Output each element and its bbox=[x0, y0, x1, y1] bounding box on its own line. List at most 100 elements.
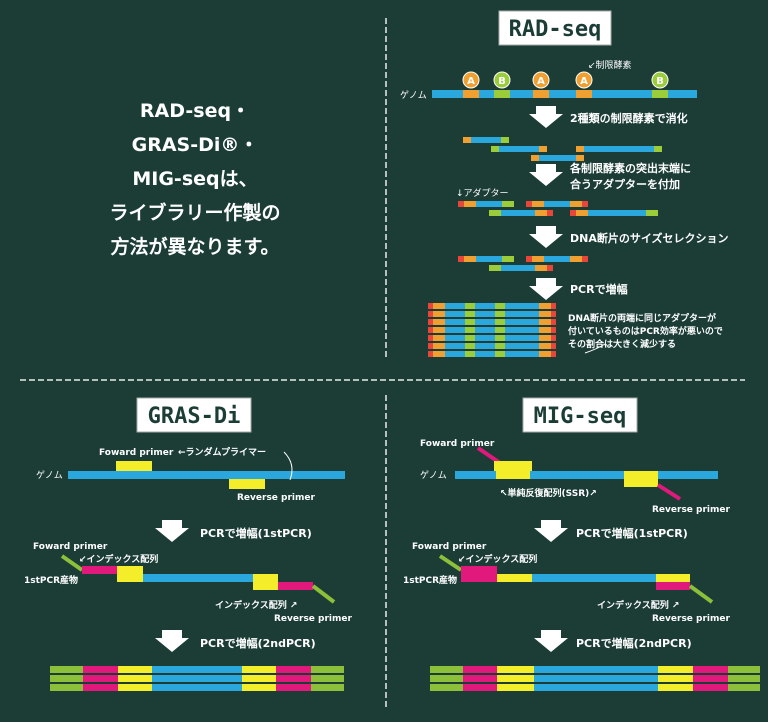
mig-primer-tail-right bbox=[688, 584, 714, 604]
rad-amp-row2-seg4 bbox=[465, 311, 475, 317]
rad-ad-gr3 bbox=[646, 210, 658, 216]
rad-ss-or2 bbox=[535, 265, 547, 271]
rad-frag-blue3 bbox=[539, 155, 576, 161]
gras-pcr2: PCRで増幅(2ndPCR) bbox=[200, 636, 316, 650]
gras-forward-primer: Foward primer bbox=[99, 448, 174, 458]
mig-lib-row1-seg1 bbox=[430, 666, 463, 673]
mig-library-block bbox=[430, 666, 760, 691]
rad-badge-a1 bbox=[462, 71, 480, 89]
mig-lib-row2-seg5 bbox=[658, 675, 693, 682]
rad-frag-blue1 bbox=[471, 137, 501, 143]
gras-lib-row1-seg2 bbox=[83, 666, 118, 673]
rad-ad-blue4 bbox=[588, 210, 646, 216]
mig-title: MIG-seq bbox=[534, 404, 627, 429]
gras-lib-row1-seg5 bbox=[242, 666, 276, 673]
rad-amp-row3-seg6 bbox=[495, 319, 505, 325]
intro-line-4: ライブラリー作製の bbox=[109, 201, 280, 224]
gras-rev-primer-block bbox=[229, 479, 265, 489]
gras-title: GRAS-Di bbox=[148, 404, 241, 429]
gras-random-pointer bbox=[283, 451, 293, 481]
gras-lib-row1-seg6 bbox=[276, 666, 311, 673]
rad-ad-or1 bbox=[464, 201, 476, 207]
rad-amp-row5-seg1 bbox=[428, 335, 433, 341]
rad-amp-row4-seg2 bbox=[433, 327, 445, 333]
intro-line-5: 方法が異なります。 bbox=[110, 235, 279, 258]
rad-frag-a2 bbox=[539, 146, 547, 152]
rad-note-pointer bbox=[584, 343, 606, 354]
rad-amp-row6-seg3 bbox=[445, 343, 465, 349]
gras-lib-row1-seg7 bbox=[311, 666, 344, 673]
gras-fwd-left bbox=[117, 574, 143, 582]
rad-amp-row1-seg7 bbox=[505, 303, 539, 309]
rad-ss-gr2 bbox=[489, 265, 501, 271]
rad-amplified-block bbox=[428, 303, 556, 357]
mig-lib-row2-seg7 bbox=[728, 675, 760, 682]
mig-arrow-2 bbox=[534, 630, 568, 652]
mig-product-strand bbox=[532, 574, 656, 582]
rad-badge-a2 bbox=[532, 71, 550, 89]
gras-arrow-1 bbox=[155, 520, 189, 542]
mig-lib-row3-seg5 bbox=[658, 684, 693, 691]
mig-title-box bbox=[522, 397, 638, 433]
mig-forward-primer-2: Foward primer bbox=[412, 542, 487, 552]
gras-genome-label: ゲノム bbox=[36, 469, 63, 481]
rad-ss-or1 bbox=[464, 256, 476, 262]
mig-rev-tail bbox=[656, 483, 682, 501]
rad-amp-row4-seg1 bbox=[428, 327, 433, 333]
gras-product: 1stPCR産物 bbox=[24, 574, 78, 586]
rad-amp-row5-seg4 bbox=[465, 335, 475, 341]
mig-lib-row3-seg7 bbox=[728, 684, 760, 691]
rad-amp-row3-seg4 bbox=[465, 319, 475, 325]
rad-amp-row1-seg3 bbox=[445, 303, 465, 309]
rad-badge-b2-label: B bbox=[656, 76, 664, 87]
rad-amp-row1-seg9 bbox=[551, 303, 556, 309]
rad-amp-row2-seg6 bbox=[495, 311, 505, 317]
rad-ss-red2 bbox=[547, 265, 553, 271]
mig-lib-row2-seg3 bbox=[497, 675, 534, 682]
rad-amp-row4-seg7 bbox=[505, 327, 539, 333]
rad-ss-red4 bbox=[582, 256, 588, 262]
rad-amp-row7-seg2 bbox=[433, 351, 445, 357]
rad-amp-row4-seg8 bbox=[539, 327, 551, 333]
rad-ad-red1 bbox=[458, 201, 464, 207]
mig-lib-row1-seg2 bbox=[463, 666, 497, 673]
gras-lib-row3-seg7 bbox=[311, 684, 344, 691]
rad-ad-blue1 bbox=[476, 201, 502, 207]
gras-lib-row3-seg5 bbox=[242, 684, 276, 691]
mig-reverse-primer: Reverse primer bbox=[652, 505, 730, 515]
rad-amp-row5-seg2 bbox=[433, 335, 445, 341]
mig-ssr-label: ↖単純反復配列(SSR)↗ bbox=[500, 487, 597, 499]
rad-ss-red1 bbox=[458, 256, 464, 262]
rad-step-2: 各制限酵素の突出末端に bbox=[569, 161, 691, 175]
mig-index-left bbox=[461, 566, 497, 574]
rad-ss-blue1 bbox=[476, 256, 502, 262]
rad-amp-row7-seg4 bbox=[465, 351, 475, 357]
rad-note-3: その割合は大きく減少する bbox=[568, 338, 676, 350]
gras-reverse-primer-2: Reverse primer bbox=[274, 614, 352, 624]
gras-index-seq: ↙インデックス配列 bbox=[79, 553, 158, 565]
rad-amp-row5-seg9 bbox=[551, 335, 556, 341]
rad-cut-a2 bbox=[533, 90, 549, 98]
gras-forward-primer-2: Foward primer bbox=[33, 542, 108, 552]
rad-ss-or3 bbox=[532, 256, 544, 262]
rad-note-1: DNA断片の両端に同じアダプターが bbox=[568, 312, 717, 324]
mig-genome-label: ゲノム bbox=[420, 469, 447, 481]
rad-amp-row6-seg9 bbox=[551, 343, 556, 349]
rad-ss-blue3 bbox=[544, 256, 570, 262]
mig-index-left-2 bbox=[461, 574, 497, 582]
rad-amp-row5-seg3 bbox=[445, 335, 465, 341]
gras-fwd-primer-block bbox=[116, 461, 152, 471]
rad-amp-row3-seg9 bbox=[551, 319, 556, 325]
rad-amp-row5-seg7 bbox=[505, 335, 539, 341]
rad-ad-red5 bbox=[570, 210, 576, 216]
rad-amp-row1-seg8 bbox=[539, 303, 551, 309]
gras-lib-row2-seg2 bbox=[83, 675, 118, 682]
rad-amp-row1-seg6 bbox=[495, 303, 505, 309]
mig-lib-row2-seg2 bbox=[463, 675, 497, 682]
rad-ss-or4 bbox=[570, 256, 582, 262]
mig-lib-row3-seg6 bbox=[693, 684, 728, 691]
rad-step-1: 2種類の制限酵素で消化 bbox=[570, 111, 688, 125]
rad-amp-row2-seg2 bbox=[433, 311, 445, 317]
